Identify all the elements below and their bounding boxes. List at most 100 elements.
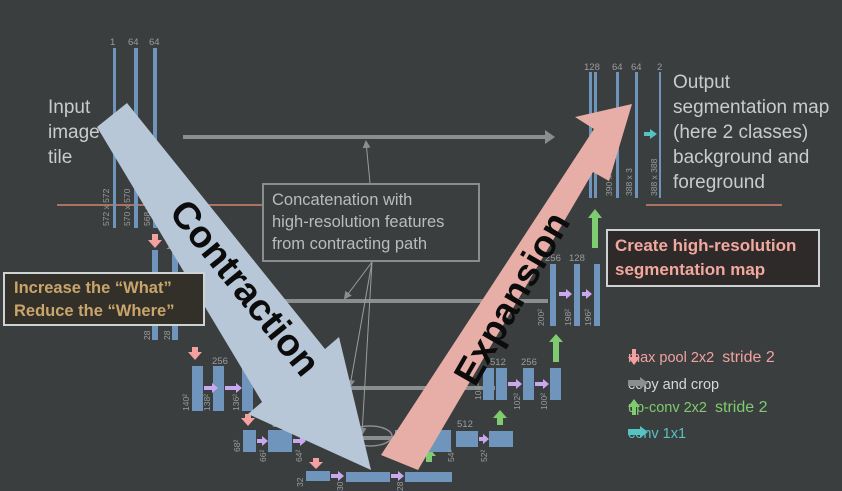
dimension-label: 568 x 5 <box>142 198 152 226</box>
conv-arrow-icon <box>225 383 242 393</box>
dimension-label: 196² <box>583 309 593 326</box>
dimension-label: 136² <box>231 394 241 411</box>
input-label-line: tile <box>48 147 73 168</box>
channel-label: 1 <box>110 37 115 48</box>
dimension-label: 28 <box>395 481 405 491</box>
bottleneck: 32 30 28 <box>295 425 452 491</box>
feature-map <box>635 72 638 198</box>
concatenation-line: from contracting path <box>272 235 427 253</box>
where-line: Reduce the “Where” <box>14 302 175 320</box>
max-pool-arrow-icon <box>188 347 202 360</box>
channel-label: 128 <box>584 62 600 73</box>
channel-label: 64 <box>631 62 642 73</box>
create-line: segmentation map <box>615 260 766 279</box>
concatenation-line: Concatenation with <box>272 191 413 209</box>
output-label-line: segmentation map <box>673 97 830 118</box>
feature-map <box>523 368 534 400</box>
up-conv-arrow-icon <box>422 448 436 462</box>
channel-label: 512 <box>457 419 473 430</box>
dimension-label: 30 <box>335 481 345 491</box>
dimension-label: 102² <box>512 393 522 410</box>
dimension-label: 52² <box>479 450 489 462</box>
input-label-line: Input <box>48 97 91 118</box>
conv-arrow-icon <box>331 471 344 481</box>
dimension-label: 198² <box>563 309 573 326</box>
output-label-line: Output <box>673 72 731 93</box>
conv-arrow-icon <box>204 383 218 393</box>
expansion-arrow-shape <box>381 104 632 470</box>
conv-arrow-icon <box>559 289 572 299</box>
dimension-label: 100² <box>539 393 549 410</box>
dimension-label: 138² <box>202 394 212 411</box>
output-label-line: (here 2 classes) <box>673 122 809 143</box>
conv-arrow-icon <box>535 379 549 389</box>
feature-map <box>550 264 556 326</box>
dimension-label: 570 x 570 <box>122 188 132 226</box>
conv-1x1-arrow-icon <box>628 426 648 438</box>
channel-label: 256 <box>521 357 537 368</box>
output-segmentation-label: Output segmentation map (here 2 classes)… <box>673 70 829 195</box>
copy-crop-arrow-icon <box>628 377 648 389</box>
contraction-arrow-shape <box>97 103 371 470</box>
dimension-label: 68² <box>232 440 242 452</box>
max-pool-arrow-icon <box>241 414 255 426</box>
feature-map <box>483 368 494 400</box>
conv-arrow-icon <box>508 379 522 389</box>
up-conv-arrow-icon <box>493 410 507 425</box>
channel-label: 128 <box>569 253 585 264</box>
legend-label: up-conv 2x2 <box>628 400 707 416</box>
create-line: Create high-resolution <box>615 236 797 255</box>
feature-map <box>268 430 292 452</box>
conv-arrow-icon <box>582 289 592 299</box>
legend-max-pool: max pool 2x2 stride 2 <box>628 349 775 367</box>
what-line: Increase the “What” <box>14 279 172 297</box>
legend-extra: stride 2 <box>722 349 775 366</box>
concatenation-callout-lines <box>343 140 373 436</box>
dimension-label: 64² <box>294 450 304 462</box>
feature-map <box>213 366 224 411</box>
feature-map <box>306 471 330 481</box>
max-pool-arrow-icon <box>309 458 323 469</box>
feature-map <box>242 366 253 411</box>
concatenation-line: high-resolution features <box>272 213 445 231</box>
up-conv-arrow-icon <box>549 334 563 362</box>
legend-up-conv: up-conv 2x2 stride 2 <box>628 399 768 417</box>
encoder-level3: 256 256 140² 138² 136² <box>181 356 256 411</box>
what-where-callout: Increase the “What” Reduce the “Where” <box>3 272 205 326</box>
legend-copy-crop: copy and crop <box>628 377 719 393</box>
dimension-label: 388 x 388 <box>649 158 659 196</box>
dimension-label: 28 <box>162 330 172 340</box>
dimension-label: 388 x 3 <box>624 168 634 196</box>
decoder-level3: 512 256 104² 102² 100² <box>473 357 561 410</box>
channel-label: 64 <box>612 62 623 73</box>
dimension-label: 28 <box>142 330 152 340</box>
channel-label: 256 <box>212 356 228 367</box>
feature-map <box>405 472 452 482</box>
legend-label: max pool 2x2 <box>628 350 715 366</box>
feature-map <box>550 368 561 400</box>
dimension-label: 390 x 3 <box>604 168 614 196</box>
output-label-line: background and <box>673 147 810 168</box>
conv-arrow-icon <box>479 434 489 444</box>
legend-conv-1x1: conv 1x1 <box>628 426 686 442</box>
up-conv-arrow-icon <box>588 209 602 248</box>
dimension-label: 32 <box>295 477 305 487</box>
channel-label: 64 <box>128 37 139 48</box>
conv-1x1-arrow-icon <box>644 129 657 139</box>
conv-arrow-icon <box>257 436 268 446</box>
channel-label: 512 <box>490 357 506 368</box>
channel-label: 2 <box>657 62 662 73</box>
max-pool-arrow-icon <box>148 234 162 248</box>
feature-map <box>659 72 661 198</box>
create-segmentation-callout: Create high-resolution segmentation map <box>606 229 820 287</box>
channel-label: 64 <box>149 37 160 48</box>
channel-label: 256 <box>545 253 561 264</box>
concatenation-callout: Concatenation with high-resolution featu… <box>262 183 480 262</box>
feature-map <box>496 368 507 400</box>
max-pool-arrow-icon <box>628 349 640 365</box>
feature-map <box>192 366 203 411</box>
dimension-label: 572 x 572 <box>101 188 111 226</box>
dimension-label: 104² <box>473 383 483 400</box>
